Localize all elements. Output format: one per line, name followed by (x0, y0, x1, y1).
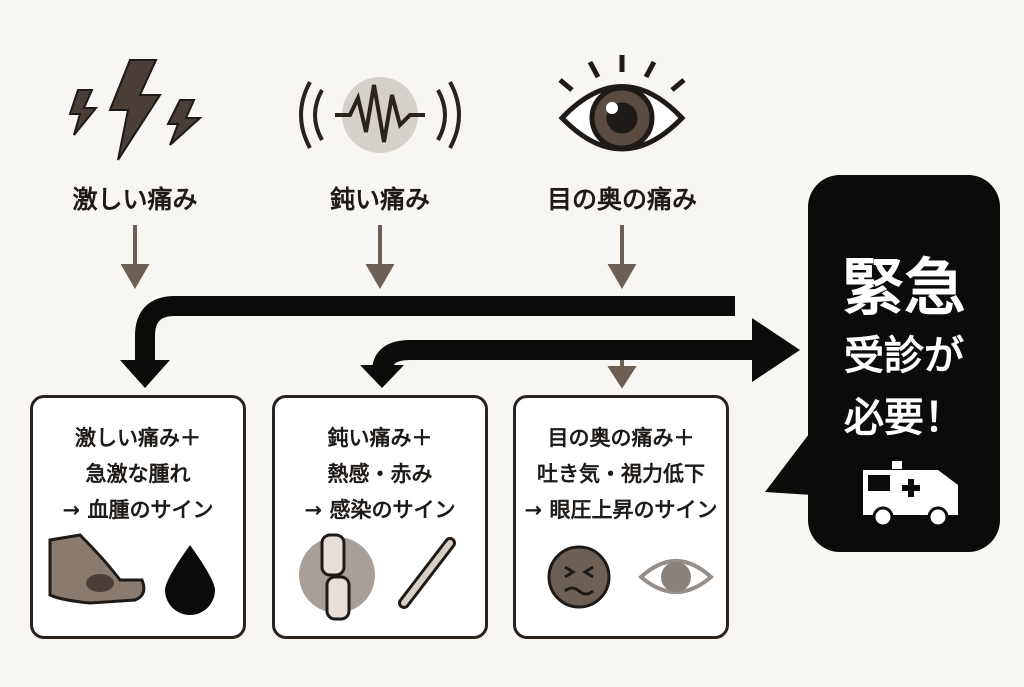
box-line: 目の奥の痛み＋ (547, 426, 695, 450)
wave-icon (299, 77, 461, 153)
box-line: → 眼圧上昇のサイン (524, 498, 718, 522)
box-infection: 鈍い痛み＋ 熱感・赤み → 感染のサイン (272, 395, 488, 639)
bubble-title: 緊急 (841, 251, 966, 324)
eye-icon (558, 55, 686, 152)
label-dull-pain: 鈍い痛み (329, 185, 430, 214)
blood-drop-icon (165, 545, 215, 615)
arrowhead (360, 365, 404, 388)
bubble-line: 受診が (844, 333, 964, 379)
box-line: 鈍い痛み＋ (327, 426, 433, 450)
box-line: 急激な腫れ (85, 462, 191, 486)
box-line: → 血腫のサイン (62, 498, 214, 522)
blurred-eye-icon (637, 559, 715, 594)
inflamed-joint-icon (299, 533, 375, 621)
label-eye-pain: 目の奥の痛み (546, 185, 697, 214)
label-severe-pain: 激しい痛み (72, 185, 198, 214)
down-arrows (120, 225, 637, 389)
bubble-tail (765, 430, 812, 495)
box-line: 激しい痛み＋ (75, 426, 201, 450)
flow-arrows (135, 296, 760, 373)
box-line: 吐き気・視力低下 (537, 462, 705, 486)
arrowhead (752, 318, 800, 382)
box-line: 熱感・赤み (327, 462, 433, 486)
nausea-face-icon (547, 545, 611, 609)
bubble-line: 必要！ (844, 395, 964, 441)
box-line: → 感染のサイン (304, 498, 456, 522)
thermometer-icon (398, 537, 456, 609)
box-hematoma: 激しい痛み＋ 急激な腫れ → 血腫のサイン (30, 395, 246, 639)
box-eye-pressure: 目の奥の痛み＋ 吐き気・視力低下 → 眼圧上昇のサイン (513, 395, 729, 639)
ambulance-icon (863, 461, 958, 528)
swollen-arm-icon (48, 533, 146, 605)
arrowhead (120, 360, 170, 388)
emergency-bubble: 緊急 受診が 必要！ (808, 175, 1000, 552)
lightning-icon (68, 59, 203, 161)
